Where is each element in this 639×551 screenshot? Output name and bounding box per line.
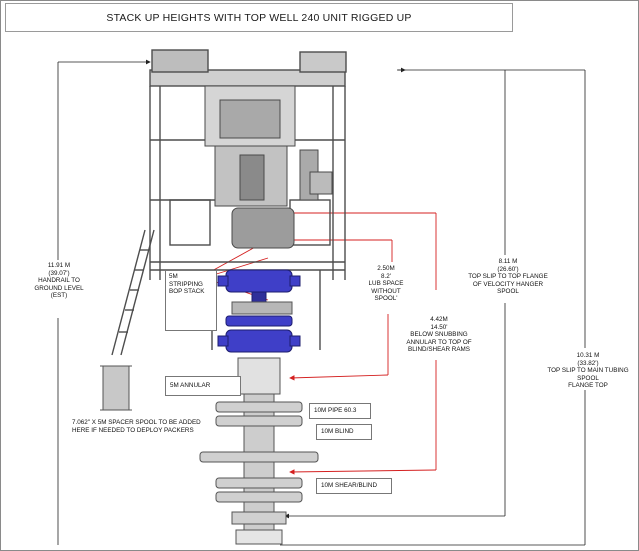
- spacer-spool-label: 7.062" X 5M SPACER SPOOL TO BE ADDED HER…: [72, 419, 210, 435]
- spacer-line-2: HERE IF NEEDED TO DEPLOY PACKERS: [72, 426, 194, 434]
- snubbing-line-1: 4.42M: [430, 316, 448, 323]
- diagram-title: STACK UP HEIGHTS WITH TOP WELL 240 UNIT …: [5, 3, 513, 32]
- pipe-ram-label: 10M PIPE 60.3: [309, 403, 371, 419]
- velocity-line-4: OF VELOCITY HANGER: [472, 280, 544, 288]
- lub-line-2: 8.2': [381, 272, 391, 280]
- pipe-ram-text: 10M PIPE 60.3: [314, 407, 357, 414]
- handrail-dimension-label: 11.91 M (39.07') HANDRAIL TO GROUND LEVE…: [28, 262, 90, 300]
- stripping-bop-line-1: 5M STRIPPING: [169, 273, 203, 288]
- stripping-bop-label: 5M STRIPPING BOP STACK: [165, 270, 217, 331]
- lub-line-5: SPOOL': [374, 295, 398, 303]
- tubing-line-4: FLANGE TOP: [568, 382, 608, 390]
- handrail-line-5: (EST): [50, 292, 68, 300]
- handrail-line-2: (39.07'): [48, 269, 70, 277]
- snubbing-label: 4.42M 14.50' BELOW SNUBBING ANNULAR TO T…: [402, 316, 476, 354]
- snubbing-line-3: BELOW SNUBBING: [410, 331, 468, 339]
- bop-stack: [217, 269, 301, 353]
- tubing-line-2: (33.82'): [577, 359, 599, 367]
- rig-structure: [111, 49, 347, 356]
- handrail-line-3: HANDRAIL TO: [38, 277, 80, 285]
- tubing-line-1: 10.31 M: [576, 352, 600, 359]
- dimension-lines: [57, 59, 586, 546]
- shear-blind-text: 10M SHEAR/BLIND: [321, 482, 377, 489]
- lub-space-label: 2.50M 8.2' LUB SPACE WITHOUT SPOOL': [362, 265, 410, 303]
- top-slip-tubing-label: 10.31 M (33.82') TOP SLIP TO MAIN TUBING…: [540, 352, 636, 390]
- spacer-spool: [100, 365, 132, 411]
- velocity-line-2: (26.60'): [497, 265, 519, 273]
- blind-ram-text: 10M BLIND: [321, 428, 354, 435]
- lub-line-1: 2.50M: [377, 265, 395, 272]
- lub-line-3: LUB SPACE: [368, 280, 404, 288]
- top-slip-velocity-label: 8.11 M (26.60') TOP SLIP TO TOP FLANGE O…: [468, 258, 548, 296]
- spacer-line-1: 7.062" X 5M SPACER SPOOL TO BE ADDED: [72, 419, 201, 426]
- shear-blind-ram-label: 10M SHEAR/BLIND: [316, 478, 392, 494]
- handrail-line-1: 11.91 M: [47, 262, 71, 269]
- title-text: STACK UP HEIGHTS WITH TOP WELL 240 UNIT …: [106, 11, 412, 24]
- stripping-bop-line-2: BOP STACK: [169, 288, 205, 296]
- velocity-line-3: TOP SLIP TO TOP FLANGE: [468, 273, 548, 281]
- velocity-line-1: 8.11 M: [498, 258, 518, 265]
- lub-line-4: WITHOUT: [371, 287, 401, 295]
- snubbing-line-4: ANNULAR TO TOP OF: [406, 338, 472, 346]
- annular-label: 5M ANNULAR: [165, 376, 241, 396]
- wellhead-stack: [199, 357, 319, 545]
- snubbing-unit: [204, 85, 333, 249]
- snubbing-line-5: BLIND/SHEAR RAMS: [408, 346, 470, 354]
- snubbing-line-2: 14.50': [430, 323, 448, 331]
- handrail-line-4: GROUND LEVEL: [34, 284, 84, 292]
- blind-ram-label: 10M BLIND: [316, 424, 372, 440]
- annular-text: 5M ANNULAR: [170, 382, 211, 389]
- velocity-line-5: SPOOL: [497, 288, 519, 296]
- tubing-line-3: TOP SLIP TO MAIN TUBING SPOOL: [547, 367, 629, 382]
